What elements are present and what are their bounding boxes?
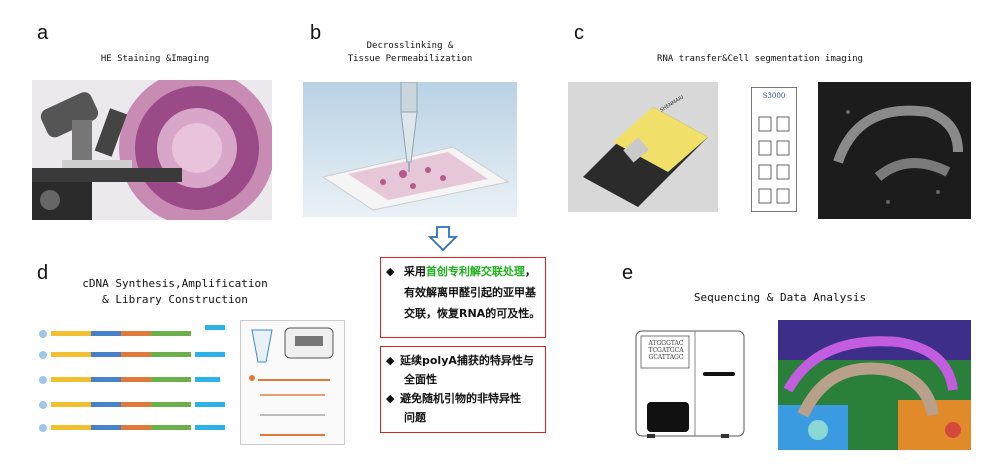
note1-line1: ◆ 采用首创专利解交联处理， [386, 261, 536, 283]
panel-letter-c: c [574, 22, 584, 44]
panel-d-title-line1: cDNA Synthesis,Amplification [82, 277, 268, 290]
decrosslinking-note-box: ◆ 采用首创专利解交联处理， 有效解离甲醛引起的亚甲基 交联，恢复RNA的可及性… [380, 257, 546, 338]
panel-letter-a: a [37, 22, 49, 44]
cell-segmentation-image [818, 82, 971, 219]
panel-b-title-line2: Tissue Permeabilization [347, 54, 473, 64]
pipette-slide-image [303, 82, 517, 217]
note2-item1-line1: ◆延续polyA捕获的特异性与 [386, 350, 534, 372]
chip-device-image [568, 82, 718, 212]
chip-label: S3000 [762, 92, 786, 100]
microscope-tissue-image [32, 80, 272, 220]
bullet-diamond-icon: ◆ [386, 265, 395, 278]
bullet-diamond-icon: ◆ [386, 392, 395, 405]
panel-letter-b: b [310, 22, 322, 44]
panel-a-title: HE Staining &Imaging [100, 54, 210, 64]
note1-line2: 有效解离甲醛引起的亚甲基 [404, 286, 536, 299]
panel-c-title: RNA transfer&Cell segmentation imaging [657, 54, 863, 64]
sequencer-image [635, 330, 745, 438]
note2-item2-line1: ◆避免随机引物的非特异性 [386, 388, 521, 410]
highlight-text: 首创专利解交联处理 [425, 265, 525, 278]
note2-item1-line2: 全面性 [404, 373, 437, 386]
sequence-readout: ATGGGTAC TCGATGCA GCATTAGC [648, 340, 684, 361]
down-arrow-icon [428, 226, 458, 252]
note2-item2-line2: 问题 [404, 411, 426, 424]
library-construction-schematic [39, 325, 225, 432]
panel-letter-d: d [37, 262, 49, 284]
pcr-workflow-schematic [240, 320, 345, 445]
bullet-diamond-icon: ◆ [386, 354, 395, 367]
chip-slide-image [751, 87, 797, 212]
note1-line3: 交联，恢复RNA的可及性。 [404, 307, 541, 320]
polya-note-box: ◆延续polyA捕获的特异性与 全面性 ◆避免随机引物的非特异性 问题 [380, 346, 546, 433]
spatial-cluster-map-image [778, 320, 971, 450]
panel-letter-e: e [622, 262, 634, 284]
panel-d-title-line2: & Library Construction [102, 293, 248, 306]
panel-e-title: Sequencing & Data Analysis [693, 291, 867, 304]
panel-b-title-line1: Decrosslinking & [366, 41, 454, 51]
